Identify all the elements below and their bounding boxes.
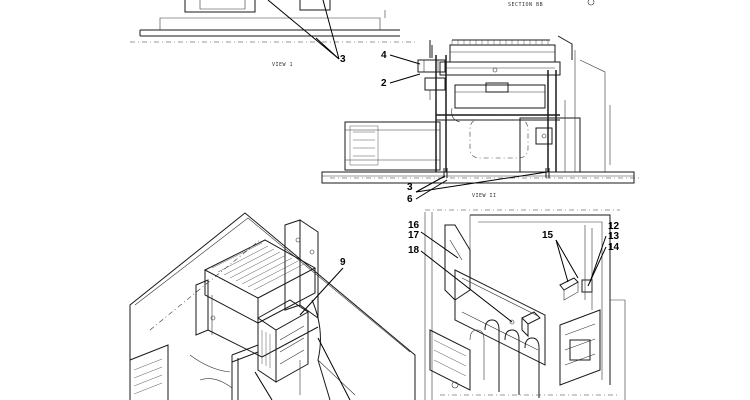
callout-18: 18: [408, 245, 420, 256]
leader-9: [299, 267, 344, 316]
callout-12: 12: [608, 221, 620, 232]
leader-lower-b: [317, 337, 351, 400]
callout-3-top: 3: [340, 54, 346, 65]
callout-16: 16: [408, 220, 420, 231]
leader-4: [389, 54, 421, 65]
leader-6: [415, 179, 448, 200]
callout-13: 13: [608, 231, 620, 242]
leader-2: [389, 73, 421, 84]
leader-3-mid-a: [415, 175, 446, 193]
callout-14: 14: [608, 242, 620, 253]
callout-15: 15: [542, 230, 554, 241]
leader-16-17: [420, 231, 459, 259]
view-2-label: VIEW II: [472, 193, 497, 199]
callout-4: 4: [381, 50, 387, 61]
leader-lower-a: [254, 371, 273, 400]
leader-15a: [555, 239, 569, 283]
iso-right-drawing: [424, 209, 626, 400]
callout-17: 17: [408, 230, 420, 241]
section-label: SECTION BB: [508, 2, 543, 8]
leader-14: [587, 246, 607, 287]
view-1-drawing: [130, 0, 415, 43]
leader-3-mid-b: [415, 171, 548, 193]
callout-2: 2: [381, 78, 387, 89]
iso-left-drawing: [129, 212, 416, 400]
leader-18: [420, 250, 513, 323]
callout-9: 9: [340, 257, 346, 268]
view-1-label: VIEW 1: [272, 62, 293, 68]
leader-3a-b: [322, 0, 340, 60]
view-2-drawing: [321, 35, 640, 184]
leader-12-13: [589, 235, 607, 283]
section-marker-icon: [587, 0, 595, 6]
callout-6: 6: [407, 194, 413, 205]
callout-3-mid: 3: [407, 182, 413, 193]
leader-3a-c: [267, 0, 340, 60]
leader-15b: [555, 239, 579, 279]
